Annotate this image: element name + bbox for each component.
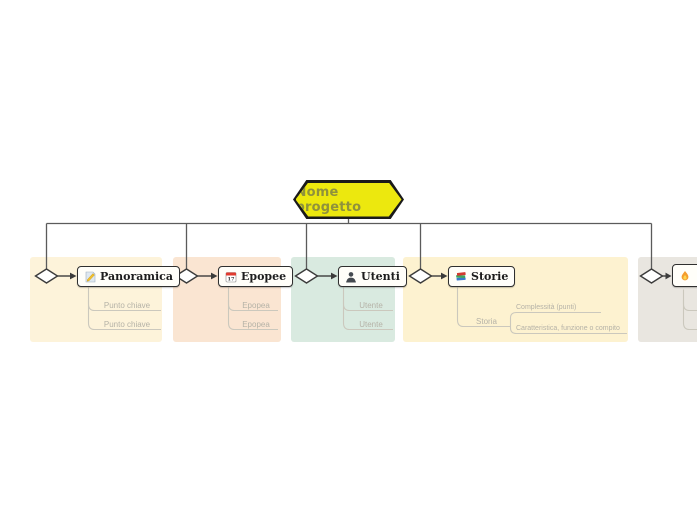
topic-title: Utenti xyxy=(361,270,400,283)
child-item[interactable]: Utente xyxy=(359,301,383,310)
grandchild-item[interactable]: Caratteristica, funzione o compito xyxy=(516,325,620,332)
topic-title: Storie xyxy=(471,270,509,283)
tree-connectors xyxy=(45,219,653,269)
collapse-diamond-toggles[interactable] xyxy=(34,268,664,284)
branch-arrowheads xyxy=(70,272,672,280)
memo-icon xyxy=(84,271,96,283)
calendar-day-number: 17 xyxy=(228,276,235,282)
root-node[interactable]: Nome progetto xyxy=(293,180,404,219)
topic-title: Panoramica xyxy=(100,270,174,283)
child-connectors xyxy=(87,287,697,335)
books-icon xyxy=(455,271,467,283)
topic-node-storie[interactable]: Storie xyxy=(448,266,516,287)
topic-node-epopee[interactable]: 17 Epopee xyxy=(218,266,294,287)
calendar-icon: 17 xyxy=(225,271,237,283)
flame-icon xyxy=(679,270,691,282)
child-item[interactable]: Punto chiave xyxy=(103,301,151,310)
topic-node-partial[interactable] xyxy=(672,264,697,287)
branch-section-storie xyxy=(403,257,628,342)
topic-node-panoramica[interactable]: Panoramica xyxy=(77,266,181,287)
child-item[interactable]: Utente xyxy=(359,320,383,329)
child-item[interactable]: Storia xyxy=(476,317,497,326)
child-item[interactable]: Punto chiave xyxy=(103,320,151,329)
user-silhouette-icon xyxy=(345,271,357,283)
child-item[interactable]: Epopea xyxy=(242,301,270,310)
grandchild-item[interactable]: Complessità (punti) xyxy=(516,304,577,311)
topic-title: Epopee xyxy=(241,270,287,283)
root-node-body: Nome progetto xyxy=(295,182,402,217)
topic-node-utenti[interactable]: Utenti xyxy=(338,266,407,287)
child-item[interactable]: Epopea xyxy=(242,320,270,329)
root-node-label: Nome progetto xyxy=(295,184,362,215)
